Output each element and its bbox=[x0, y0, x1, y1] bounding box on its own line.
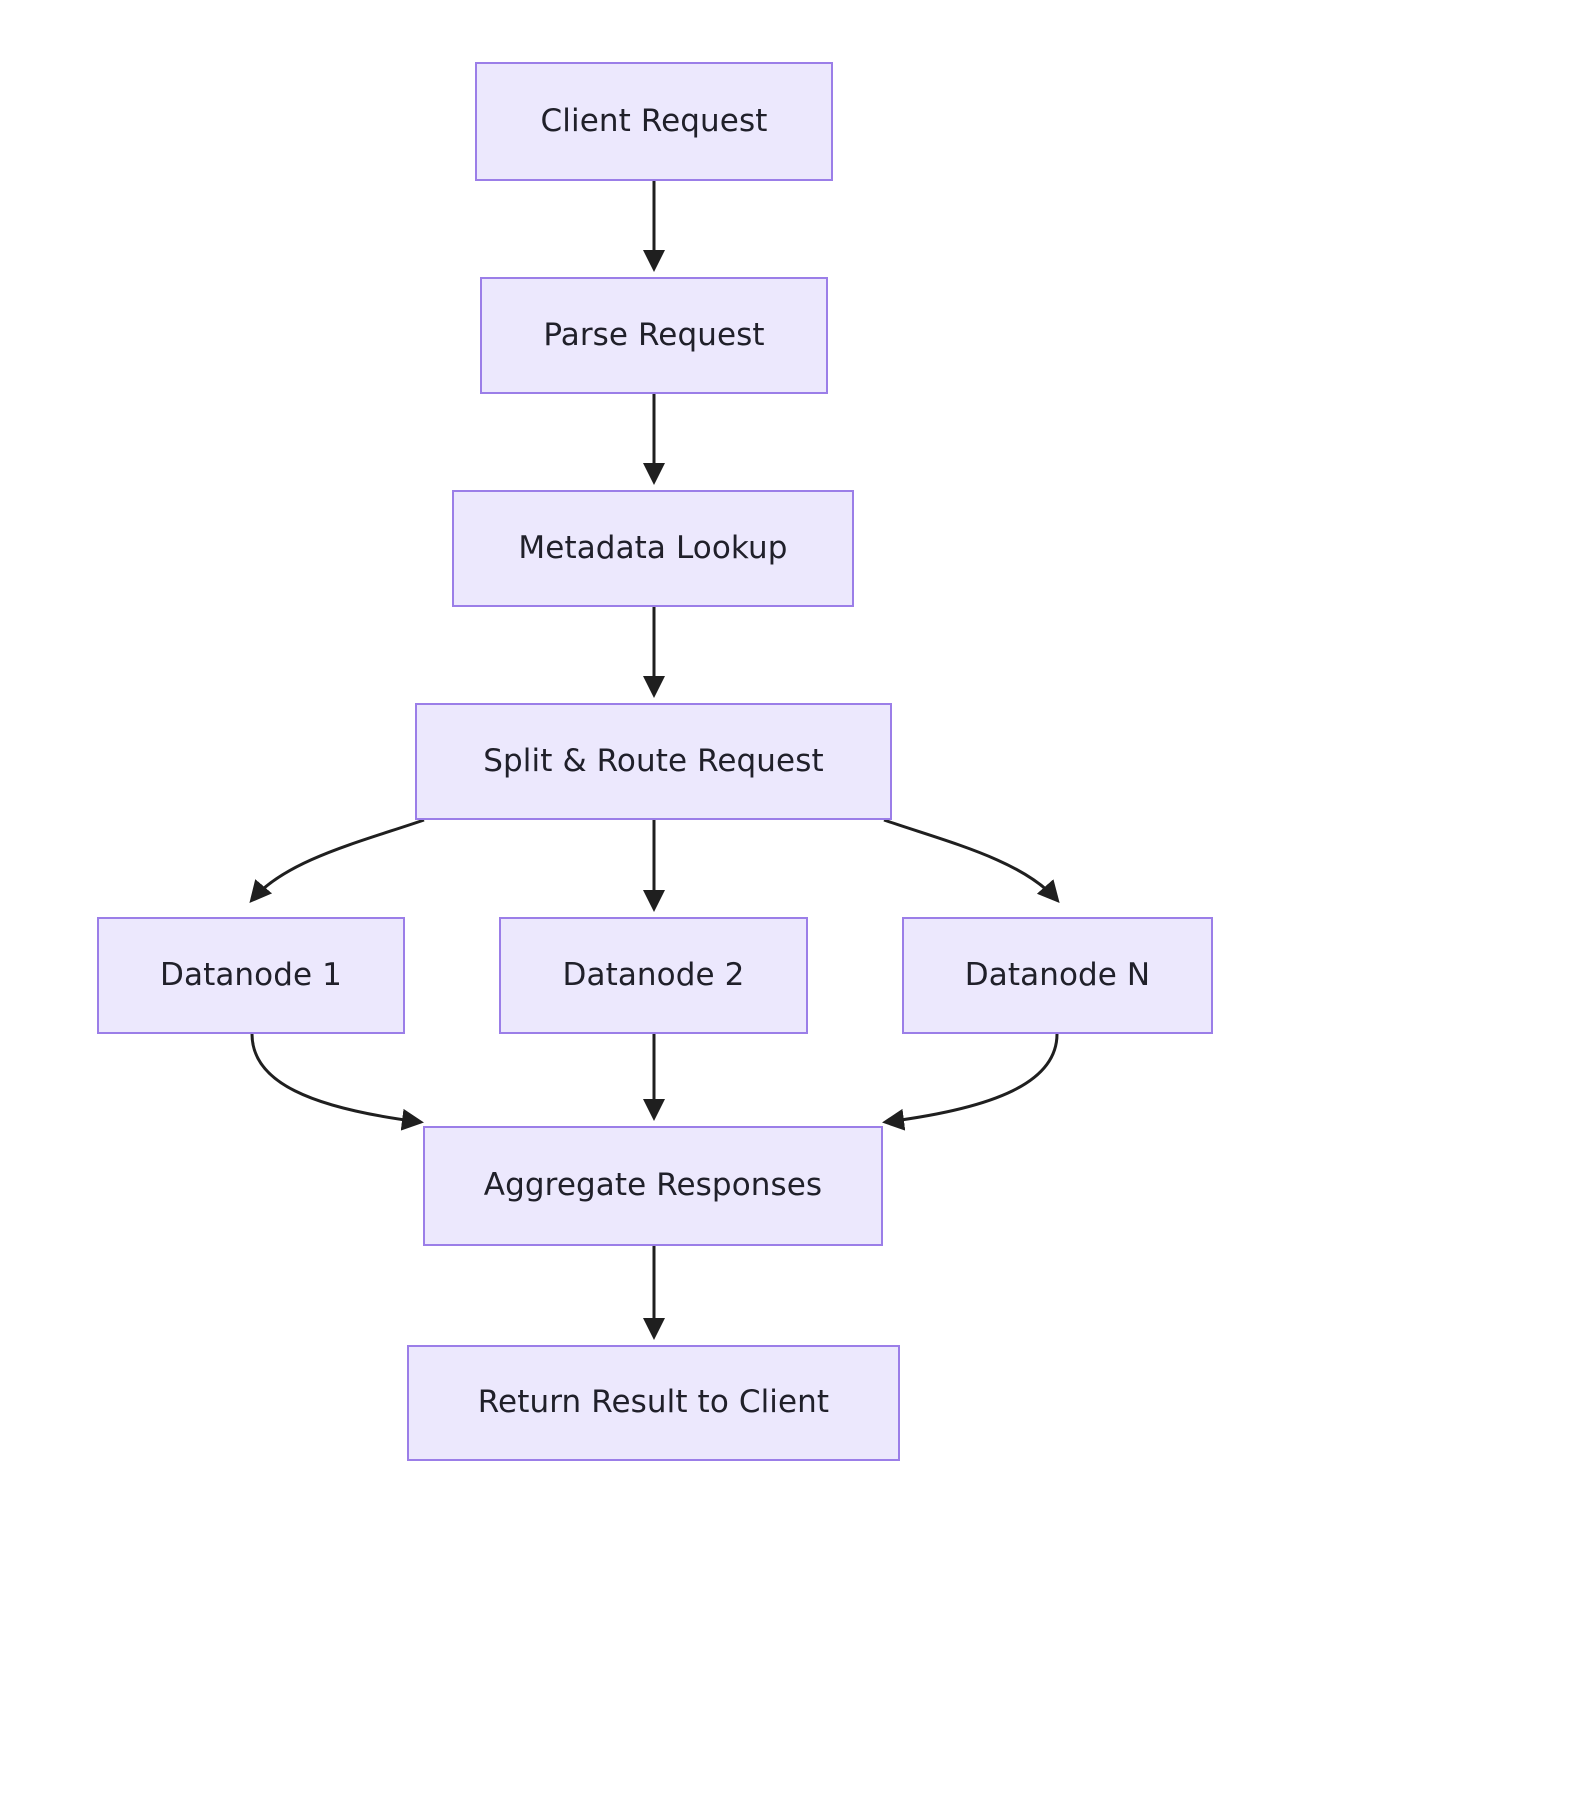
node-split-route-request-label: Split & Route Request bbox=[483, 742, 824, 779]
edge-split-route-to-datanode-n bbox=[883, 818, 1060, 904]
node-return-result-to-client-label: Return Result to Client bbox=[477, 1384, 830, 1421]
node-datanode-n-label: Datanode N bbox=[964, 956, 1151, 993]
node-metadata-lookup[interactable]: Metadata Lookup bbox=[452, 490, 854, 607]
node-datanode-1[interactable]: Datanode 1 bbox=[97, 917, 405, 1034]
node-parse-request[interactable]: Parse Request bbox=[480, 277, 828, 394]
node-datanode-2-label: Datanode 2 bbox=[562, 956, 745, 993]
node-metadata-lookup-label: Metadata Lookup bbox=[518, 529, 788, 566]
node-aggregate-responses-label: Aggregate Responses bbox=[483, 1167, 823, 1204]
node-return-result-to-client[interactable]: Return Result to Client bbox=[407, 1345, 900, 1461]
node-aggregate-responses[interactable]: Aggregate Responses bbox=[423, 1126, 883, 1246]
node-datanode-2[interactable]: Datanode 2 bbox=[499, 917, 808, 1034]
node-datanode-n[interactable]: Datanode N bbox=[902, 917, 1213, 1034]
node-client-request[interactable]: Client Request bbox=[475, 62, 833, 181]
node-datanode-1-label: Datanode 1 bbox=[160, 956, 342, 993]
node-split-route-request[interactable]: Split & Route Request bbox=[415, 703, 892, 820]
edge-datanode-1-to-aggregate bbox=[250, 1033, 424, 1131]
edge-split-route-to-datanode-1 bbox=[249, 818, 425, 904]
node-parse-request-label: Parse Request bbox=[543, 316, 765, 353]
edge-datanode-n-to-aggregate bbox=[882, 1033, 1059, 1131]
node-client-request-label: Client Request bbox=[540, 102, 768, 139]
